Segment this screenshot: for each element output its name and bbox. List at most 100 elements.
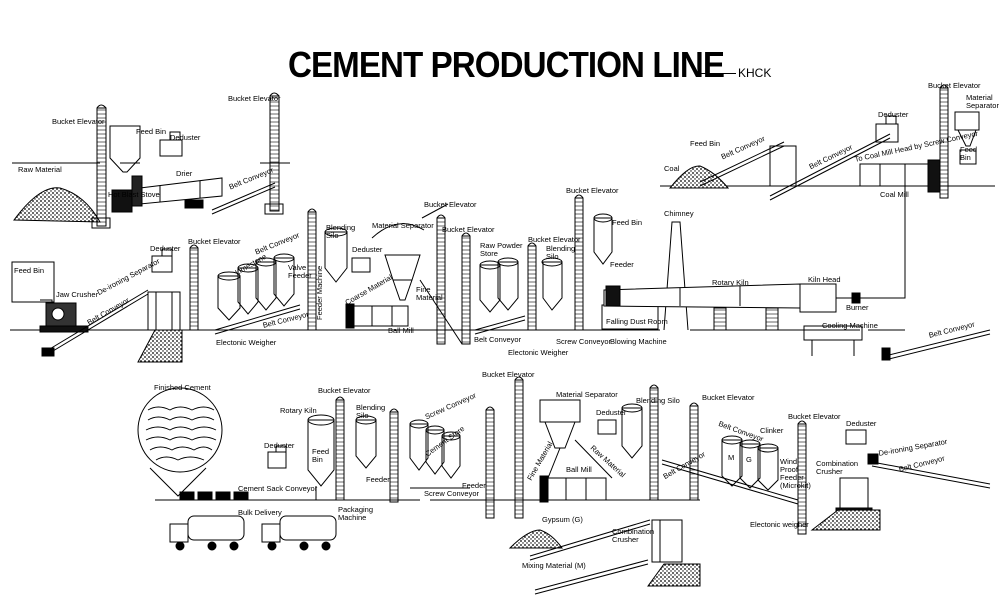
ball-mill-2 (539, 475, 607, 503)
material-separator-coal (954, 111, 980, 165)
mixing-material-pile (647, 563, 701, 587)
label-cooling-machine: Cooling Machine (822, 321, 878, 330)
jaw-crusher (39, 302, 89, 333)
bucket-elevator-10 (389, 408, 399, 503)
blending-silo-3 (355, 415, 377, 469)
label-deduster-3: Deduster (352, 245, 383, 254)
chimney (663, 221, 689, 331)
label-kiln-head: Kiln Head (808, 275, 841, 284)
belt-conveyor-coal-2 (769, 133, 891, 201)
combination-crusher-1 (651, 519, 683, 563)
label-screw-conveyor-3: Screw Conveyor (424, 489, 480, 498)
label-bulk-delivery: Bulk Delivery (238, 508, 282, 517)
belt-conveyor-4 (884, 329, 991, 361)
feed-bin-1 (109, 125, 141, 173)
bucket-elevator-6 (461, 232, 471, 345)
label-silo-g: G (746, 455, 752, 464)
label-deduster-coal: Deduster (878, 110, 909, 119)
mixing-conveyor (534, 559, 649, 595)
deduster-4 (267, 445, 287, 469)
coal-pile (668, 165, 730, 189)
label-burner: Burner (846, 303, 869, 312)
bucket-elevator-coal (939, 84, 949, 199)
label-feed-bin-2: Feed Bin (14, 266, 45, 275)
hot-blast-stove (111, 189, 133, 213)
label-deduster-5: Deduster (596, 408, 627, 417)
label-blowing-machine: Blowing Machine (610, 337, 667, 346)
belt-conveyor-5 (661, 459, 799, 505)
label-bucket-elevator-11: Bucket Elevator (788, 412, 841, 421)
cement-sacks (179, 491, 249, 501)
label-feeder-3: Feeder (462, 481, 486, 490)
label-gypsum: Gypsum (G) (542, 515, 583, 524)
clinker-pile (810, 509, 881, 531)
label-feeder-2: Feeder (366, 475, 390, 484)
label-cement-sack-conveyor: Cement Sack Conveyor (238, 484, 318, 493)
deduster-3 (351, 257, 371, 273)
feed-bin-2 (11, 261, 55, 303)
deduster-6 (845, 429, 867, 445)
belt-conveyor-gypsum (529, 519, 651, 561)
label-bucket-elevator-3: Bucket Elevator (188, 237, 241, 246)
label-deduster-4: Deduster (264, 441, 295, 450)
bulk-truck-1 (169, 515, 245, 551)
label-raw-material-1: Raw Material (18, 165, 62, 174)
label-feeder-machine: Feeder Machine (315, 265, 324, 320)
label-hot-blast-stove: Hot Blast Stove (108, 190, 160, 199)
raw-material-pile (13, 187, 101, 223)
deduster-5 (597, 419, 617, 435)
label-coal: Coal (664, 164, 680, 173)
label-rotary-kiln-1: Rotary Kiln (712, 278, 749, 287)
label-silo-m: M (728, 453, 735, 462)
label-deduster-1: Deduster (170, 133, 201, 142)
label-feed-bin-3: Feed Bin (612, 218, 643, 227)
belt-conveyor-2 (47, 289, 149, 355)
belt-conveyor-3 (214, 304, 301, 335)
ball-mill-1 (345, 303, 409, 329)
row1-ground (12, 162, 995, 187)
label-bucket-elevator-coal: Bucket Elevator (928, 81, 981, 90)
label-bucket-elevator-5: Bucket Elevator (442, 225, 495, 234)
label-feed-bin-1: Feed Bin (136, 127, 167, 136)
deduster-coal (875, 115, 899, 143)
bucket-elevator-4 (307, 208, 317, 331)
label-bucket-elevator-2: Bucket Elevator (228, 94, 281, 103)
feed-bin-3 (593, 213, 613, 265)
label-chimney: Chimney (664, 209, 694, 218)
feed-bin-coal (769, 145, 797, 187)
label-material-separator-2: Material Separator (556, 390, 618, 399)
raw-powder-silos (479, 257, 519, 313)
clinker-silos (721, 435, 779, 491)
limestone-silos (217, 253, 295, 321)
feed-bin-4 (307, 414, 335, 500)
label-bucket-elevator-6: Bucket Elevator (528, 235, 581, 244)
label-bucket-elevator-1: Bucket Elevator (52, 117, 105, 126)
coal-mill (859, 159, 941, 193)
label-material-separator-1: Material Separator (372, 221, 434, 230)
belt-conveyor-6 (871, 461, 991, 489)
bucket-elevator-1 (91, 104, 111, 229)
label-feeder-1: Feeder (610, 260, 634, 269)
bucket-elevator-5 (436, 214, 446, 345)
cement-store-silos (409, 419, 461, 479)
bucket-elevator-9 (335, 396, 345, 501)
bucket-elevator-13 (649, 384, 659, 501)
label-deduster-2: Deduster (150, 244, 181, 253)
bucket-elevator-3 (189, 244, 199, 331)
label-screw-conveyor-1: Screw Conveyor (556, 337, 612, 346)
label-bucket-elevator-10: Bucket Elevator (702, 393, 755, 402)
label-coal-mill: Coal Mill (880, 190, 909, 199)
bucket-elevator-2 (264, 92, 284, 215)
label-electronic-weigher-3: Electonic weigher (750, 520, 809, 529)
